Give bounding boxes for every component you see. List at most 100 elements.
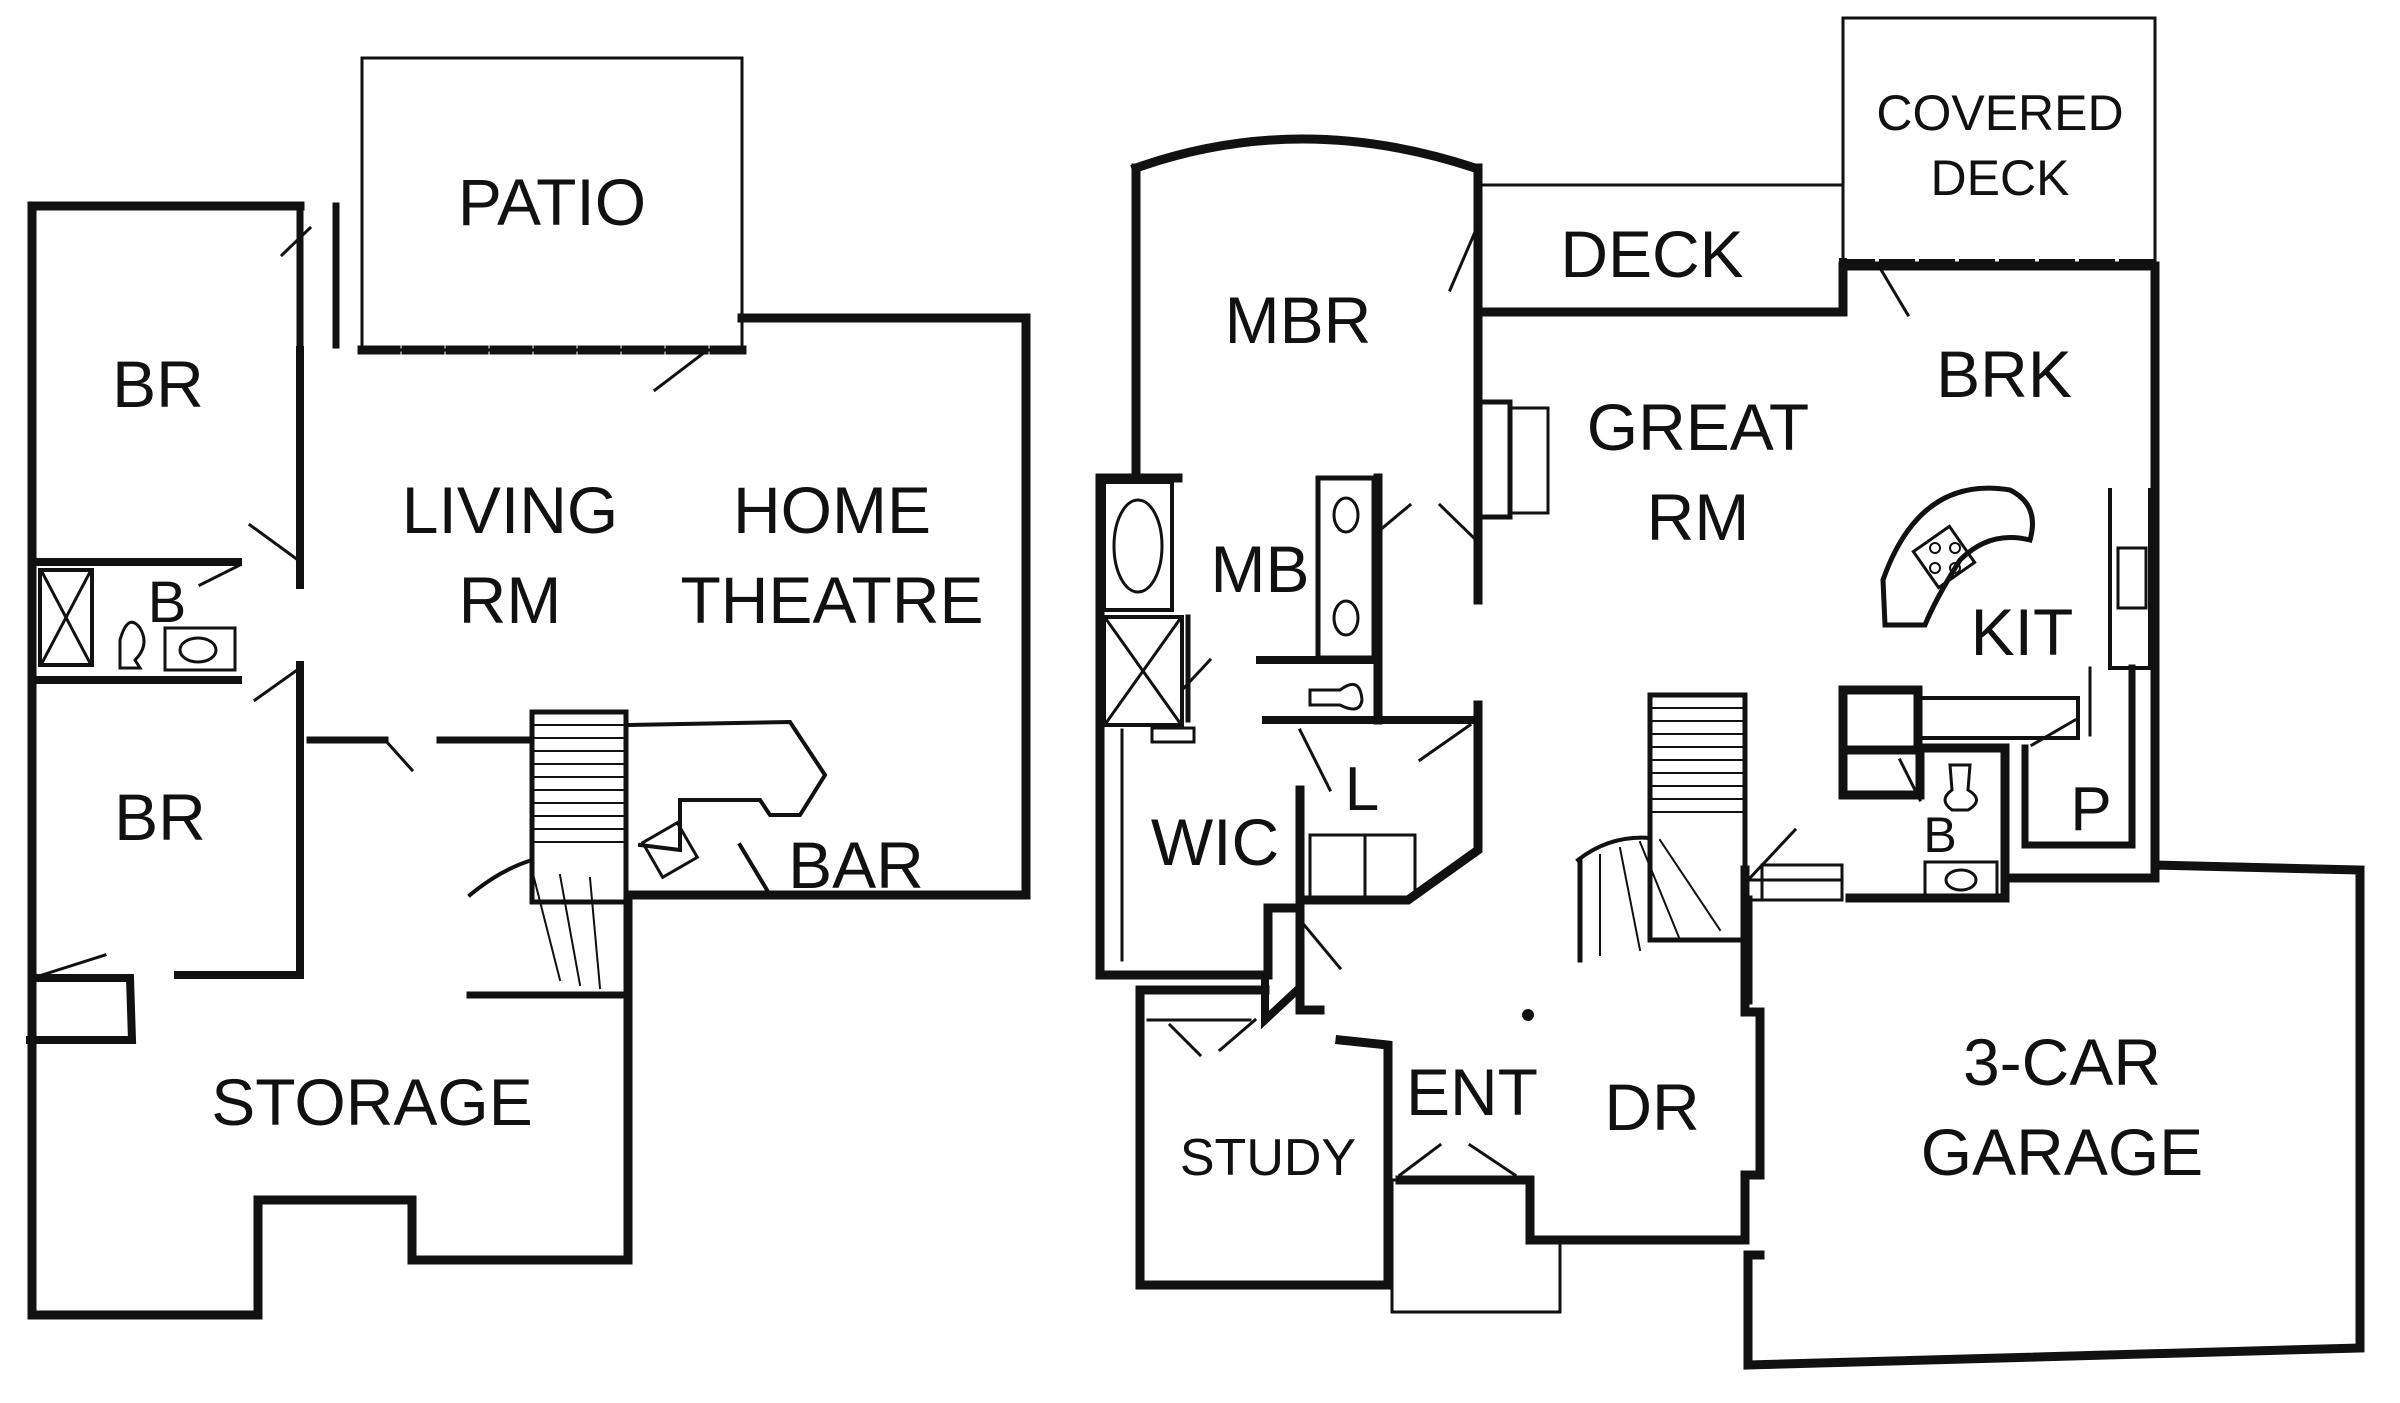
main-level-plan: COVERED DECK DECK MBR BRK GREAT RM MB KI… [1095,16,2365,1370]
burner-4 [1949,562,1961,574]
lower-level-plan: PATIO BR LIVING RM HOME THEATRE B BR BAR… [26,56,1031,1320]
bar-counter [627,719,828,853]
room-label-laundry: L [1345,755,1379,824]
mb-sink-2 [1332,599,1360,637]
room-label-bar: BAR [788,828,924,902]
mb-vanity [1315,475,1377,661]
door-swing-m1 [1448,230,1477,292]
door-swing-m15 [2029,717,2078,748]
lower-bath-tub [38,568,94,667]
burner-2 [1949,542,1961,554]
mb-tub-basin [1112,498,1164,594]
door-swing-m11 [1217,1017,1258,1053]
bar-door [737,842,773,898]
mb-tub [1102,480,1174,612]
room-label-mbr: MBR [1225,283,1372,357]
door-swing-m7 [1297,727,1333,793]
lower-toilet [118,620,146,670]
door-swing-m3 [1437,502,1479,543]
room-label-covered-deck-2: DECK [1931,150,2070,206]
door-swing-m8 [1297,917,1343,971]
entry-porch [1390,1178,1562,1314]
wic-bottom-wall [1263,903,1305,980]
room-label-theatre-2: THEATRE [680,563,983,637]
mb-toilet [1308,682,1364,711]
door-swing-5 [382,737,415,773]
room-label-mb: MB [1211,532,1310,606]
room-label-storage: STORAGE [211,1065,533,1139]
room-label-study: STUDY [1180,1129,1356,1187]
kitchen-counter-right [2108,488,2152,670]
entry-left-wall [1295,970,1325,1015]
tub-x2 [39,569,93,666]
entry-column [1522,1009,1534,1021]
door-swing-2 [247,522,301,563]
room-label-great-rm-1: GREAT [1587,390,1809,464]
great-room-top-wall [1473,261,2160,865]
burner-3 [1929,562,1941,574]
half-bath-wall [1838,743,2010,903]
mb-outer-wall [1095,473,1273,980]
door-swing-1 [279,225,313,258]
kitchen-island [1880,485,2035,628]
room-label-deck: DECK [1560,217,1743,291]
laundry-washer [1308,833,1367,899]
lower-bath-sink [163,626,237,672]
door-swing-m5 [1179,657,1213,693]
wic-shelf [1150,726,1196,744]
half-bath-basin [1944,868,1978,892]
half-bath-sink [1923,860,1999,899]
door-swing-m9 [1745,827,1798,883]
mudroom-bench [1760,863,1844,902]
room-label-pantry: P [2070,775,2111,844]
room-label-covered-deck-1: COVERED [1876,85,2123,141]
room-label-dr: DR [1604,1070,1699,1144]
room-label-lower-bath: B [148,570,187,635]
mb-sink-1 [1332,496,1360,534]
door-swing-m6 [1417,722,1473,763]
door-swing-m2 [1877,265,1911,318]
room-label-br-bottom: BR [114,780,206,854]
room-label-brk: BRK [1936,337,2072,411]
kitchen-sink [2116,546,2148,610]
lower-exterior-wall [27,201,1031,1320]
door-swing-m13 [1467,1142,1518,1178]
door-swing-m14 [1897,757,1923,803]
room-label-ent: ENT [1406,1055,1538,1129]
door-swing-7 [197,562,243,588]
pantry-wall [2021,664,2136,849]
door-swing-3 [252,665,303,703]
lower-stairs [467,709,629,990]
lower-bath-basin [178,636,218,664]
room-label-living-2: RM [459,563,562,637]
cooktop [1911,524,1977,590]
door-swing-4 [652,349,708,393]
door-swing-m12 [1397,1142,1443,1178]
main-stairs [1575,692,1748,963]
door-swing-m4 [1377,502,1413,533]
burner-1 [1929,542,1941,554]
laundry-dryer [1363,833,1417,899]
study-corner [1261,971,1301,1030]
room-label-garage-1: 3-CAR [1963,1025,2161,1099]
room-label-theatre-1: HOME [733,473,931,547]
garage-walls [1743,860,2365,1370]
room-label-br-top: BR [112,347,204,421]
half-bath-toilet [1943,763,1978,812]
mb-shower-x2 [1103,616,1183,726]
room-label-half-bath: B [1923,807,1956,863]
room-label-living-1: LIVING [402,473,618,547]
mbr-bay-wall [1130,134,1481,174]
room-label-patio: PATIO [458,165,646,239]
study-walls [1135,985,1393,1290]
bar-sink [640,820,700,880]
room-label-garage-2: GARAGE [1921,1115,2203,1189]
fireplace [1477,399,1513,520]
door-swing-m10 [1167,1022,1203,1058]
dr-right-wall [1395,865,1765,1245]
laundry-wall [1295,700,1483,905]
br-bottom-wall [26,974,137,1044]
fireplace-hearth [1508,406,1550,515]
mb-shower [1102,615,1184,727]
